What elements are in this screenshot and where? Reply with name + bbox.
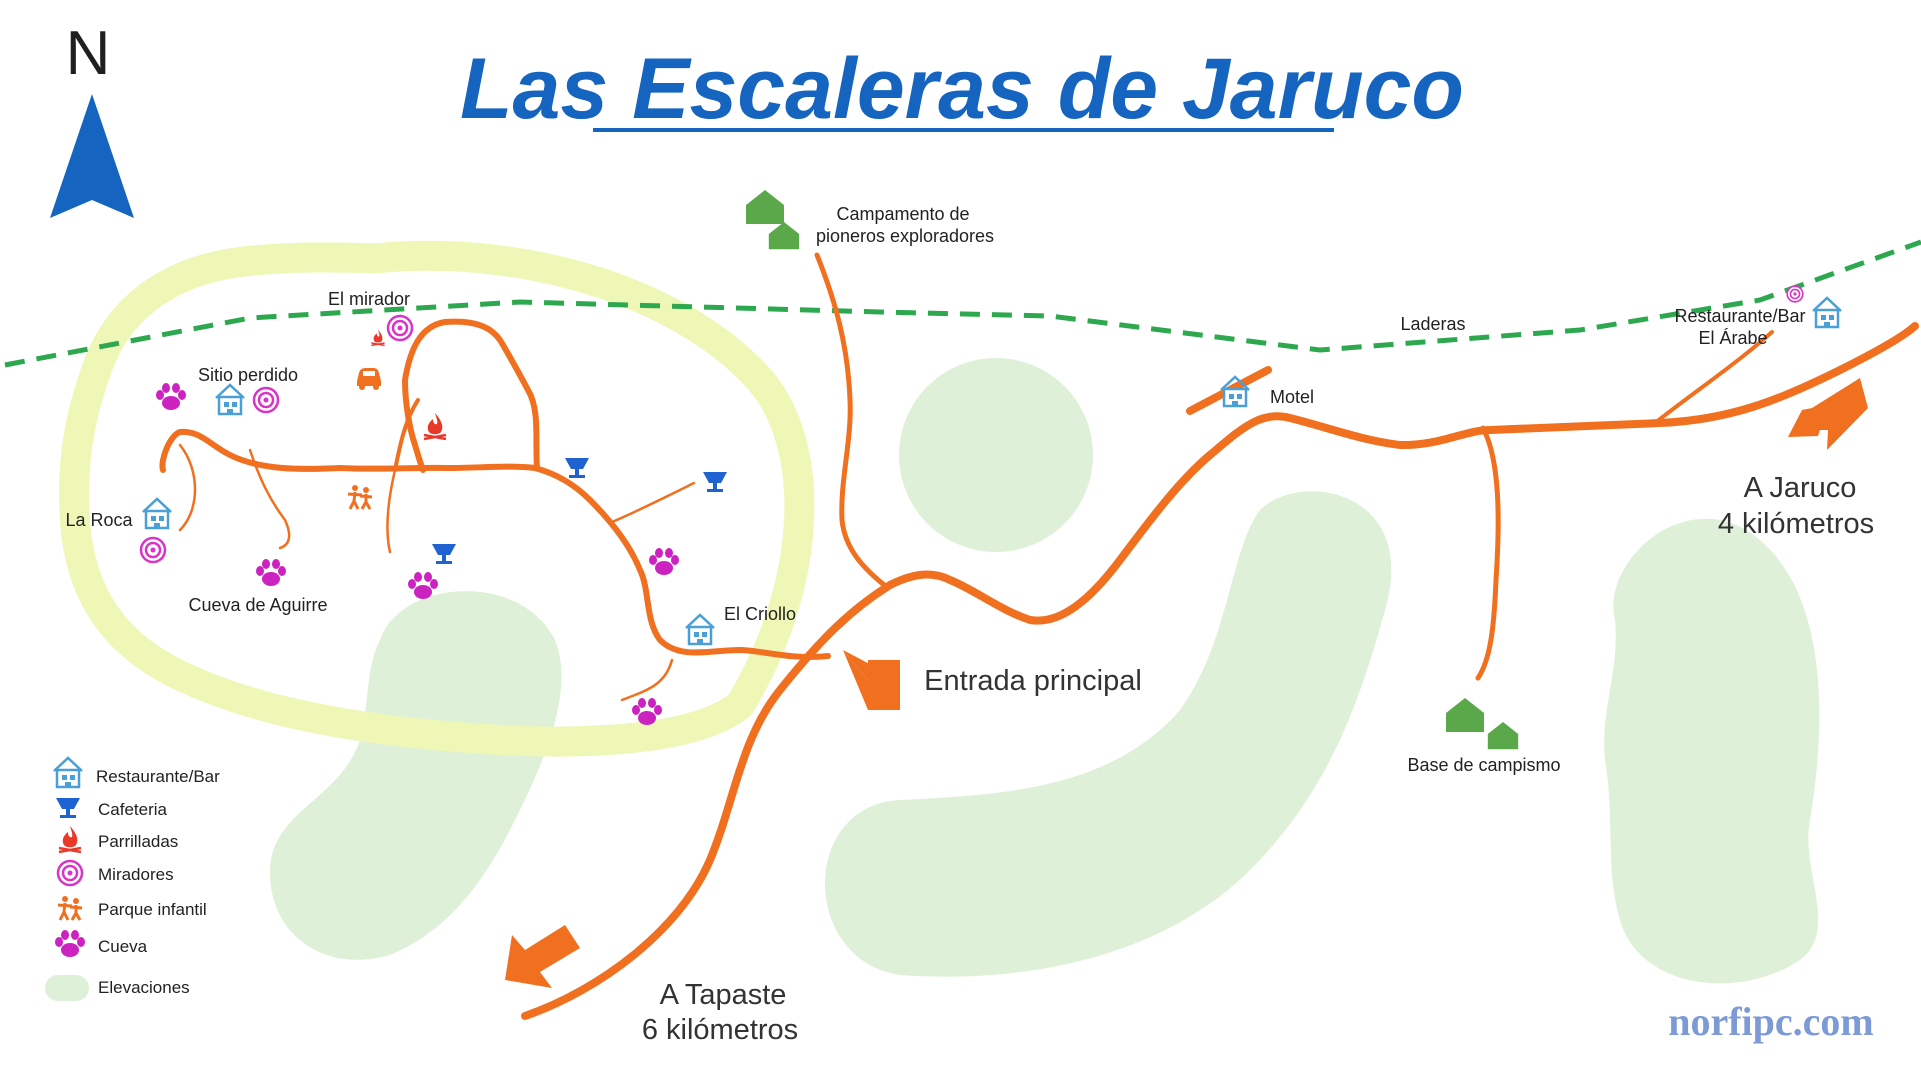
legend-label: Parque infantil: [98, 900, 207, 919]
legend-restaurant-bar-icon: [52, 756, 84, 789]
legend-label: Cafeteria: [98, 800, 168, 819]
camp-icon: [1487, 722, 1519, 750]
label-jaruco: 4 kilómetros: [1718, 508, 1874, 540]
compass-label: N: [66, 19, 111, 88]
park-zone: [59, 240, 815, 757]
label-la-roca: La Roca: [65, 510, 133, 530]
cave-icon: [256, 559, 286, 586]
legend-label: Restaurante/Bar: [96, 767, 220, 786]
viewpoint-icon: [1786, 285, 1804, 303]
cafeteria-icon: [565, 458, 589, 478]
viewpoint-icon: [252, 386, 280, 414]
roads: [159, 252, 1919, 1020]
boundary-line: [4, 239, 1921, 368]
elevation-hill: [1604, 518, 1820, 984]
elevation-hill: [899, 358, 1093, 552]
legend-grill-icon: [57, 824, 83, 854]
cave-icon: [649, 548, 679, 575]
trail: [178, 443, 197, 532]
label-laderas: Laderas: [1400, 314, 1465, 334]
legend: Restaurante/Bar Cafeteria Parrilladas Mi…: [45, 756, 220, 1001]
legend-label: Miradores: [98, 865, 174, 884]
label-el-mirador: El mirador: [328, 289, 410, 309]
label-campamento: Campamento de: [836, 204, 969, 224]
legend-playground-icon: [56, 894, 84, 922]
label-base-campismo: Base de campismo: [1407, 755, 1560, 775]
elevations: [269, 358, 1820, 984]
north-arrow-icon: [50, 94, 134, 218]
grill-icon: [370, 329, 386, 347]
legend-viewpoint-icon: [56, 859, 84, 887]
label-restaurante-arabe: Restaurante/Bar: [1674, 306, 1805, 326]
label-sitio-perdido: Sitio perdido: [198, 365, 298, 385]
watermark: norfipc.com: [1668, 999, 1874, 1044]
restaurant-bar-icon: [684, 613, 716, 646]
camp-icon: [768, 222, 800, 250]
label-restaurante-arabe: El Árabe: [1698, 328, 1767, 348]
label-jaruco: A Jaruco: [1744, 472, 1857, 504]
label-cueva-aguirre: Cueva de Aguirre: [188, 595, 327, 615]
trail: [610, 481, 696, 524]
label-campamento: pioneros exploradores: [816, 226, 994, 246]
cave-icon: [408, 572, 438, 599]
restaurant-bar-icon: [214, 383, 246, 416]
road-jaruco-branch: [1653, 330, 1774, 425]
road-north: [814, 252, 891, 591]
legend-label: Elevaciones: [98, 978, 190, 997]
label-el-criollo: El Criollo: [724, 604, 796, 624]
trail: [248, 448, 291, 550]
trail: [620, 658, 674, 702]
elevation-hill: [825, 491, 1392, 977]
legend-cave-icon: [55, 930, 85, 957]
cafeteria-icon: [703, 472, 727, 492]
trail: [386, 468, 397, 554]
grill-icon: [422, 411, 448, 441]
legend-elevation-icon: [45, 975, 89, 1001]
label-motel: Motel: [1270, 387, 1314, 407]
restaurant-bar-icon: [1811, 296, 1843, 329]
legend-cafeteria-icon: [56, 798, 80, 818]
map-title: Las Escaleras de Jaruco: [460, 41, 1464, 137]
road-loop-inner: [393, 398, 420, 472]
arrow-tapaste-icon: [505, 925, 580, 988]
camp-icon: [746, 190, 784, 224]
cave-icon: [156, 383, 186, 410]
road-main: [521, 322, 1919, 1020]
legend-label: Parrilladas: [98, 832, 178, 851]
elevation-hill: [269, 591, 562, 960]
viewpoint-icon: [386, 314, 414, 342]
label-entrada: Entrada principal: [924, 665, 1142, 697]
title-underline: [593, 128, 1334, 132]
arrow-entrada-icon: [843, 650, 900, 710]
legend-label: Cueva: [98, 937, 148, 956]
car-icon: [357, 368, 381, 390]
road-loop: [402, 318, 540, 473]
label-tapaste: A Tapaste: [660, 979, 787, 1011]
viewpoint-icon: [139, 536, 167, 564]
arrow-jaruco-icon: [1788, 378, 1868, 450]
cafeteria-icon: [432, 544, 456, 564]
label-tapaste: 6 kilómetros: [642, 1014, 798, 1046]
camp-icon: [1446, 698, 1484, 732]
restaurant-bar-icon: [141, 497, 173, 530]
playground-icon: [346, 483, 374, 511]
road-campismo: [1475, 425, 1501, 681]
